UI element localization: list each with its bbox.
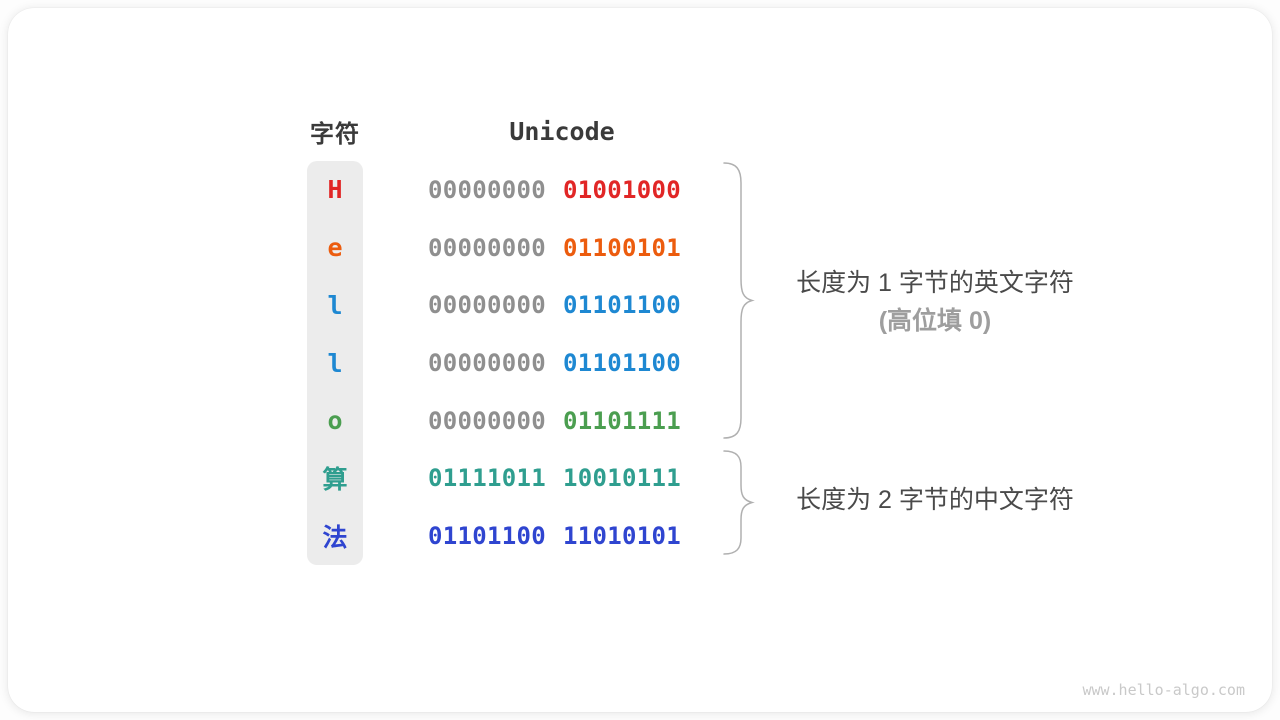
low-byte: 01101111 <box>563 406 681 435</box>
encoding-table: H 00000000 01001000 e 00000000 01100101 l … <box>8 161 1272 565</box>
low-byte: 01001000 <box>563 175 681 204</box>
high-byte: 01111011 <box>428 464 546 493</box>
high-byte: 00000000 <box>428 406 546 435</box>
character-cell: o <box>327 406 343 436</box>
high-byte: 00000000 <box>428 291 546 320</box>
column-header-character: 字符 <box>310 120 360 148</box>
unicode-binary-cell: 00000000 01101100 <box>428 276 681 334</box>
unicode-binary-cell: 00000000 01101100 <box>428 334 681 392</box>
high-byte: 00000000 <box>428 349 546 378</box>
annotation-line: 长度为 1 字节的英文字符 <box>796 269 1074 297</box>
unicode-binary-cell: 00000000 01001000 <box>428 161 681 219</box>
low-byte: 11010101 <box>563 522 681 551</box>
table-row: 算 01111011 10010111 <box>8 450 1272 508</box>
high-byte: 00000000 <box>428 233 546 262</box>
annotation-line-muted: (高位填 0) <box>878 307 992 335</box>
unicode-binary-cell: 01101100 11010101 <box>428 507 681 565</box>
character-cell: 算 <box>322 465 348 495</box>
table-row: H 00000000 01001000 <box>8 161 1272 219</box>
high-byte: 01101100 <box>428 522 546 551</box>
low-byte: 01101100 <box>563 291 681 320</box>
unicode-binary-cell: 00000000 01100101 <box>428 219 681 277</box>
unicode-binary-cell: 01111011 10010111 <box>428 450 681 508</box>
table-row: l 00000000 01101100 <box>8 276 1272 334</box>
table-row: e 00000000 01100101 <box>8 219 1272 277</box>
annotation-chinese-chars: 长度为 2 字节的中文字符 <box>750 481 1120 519</box>
character-cell: H <box>327 175 343 205</box>
annotation-english-chars: 长度为 1 字节的英文字符 (高位填 0) <box>750 264 1120 340</box>
character-column-background <box>307 161 363 565</box>
low-byte: 01100101 <box>563 233 681 262</box>
annotation-line: 长度为 2 字节的中文字符 <box>796 486 1074 514</box>
table-row: l 00000000 01101100 <box>8 334 1272 392</box>
character-cell: 法 <box>322 523 348 553</box>
figure-card: 字符 Unicode H 00000000 01001000 e 00000000… <box>8 8 1272 712</box>
character-cell: l <box>327 290 343 320</box>
website-watermark: www.hello-algo.com <box>1082 681 1245 699</box>
table-row: 法 01101100 11010101 <box>8 507 1272 565</box>
column-header-unicode: Unicode <box>509 116 615 146</box>
high-byte: 00000000 <box>428 175 546 204</box>
unicode-binary-cell: 00000000 01101111 <box>428 392 681 450</box>
character-cell: e <box>327 233 343 263</box>
character-cell: l <box>327 348 343 378</box>
low-byte: 01101100 <box>563 349 681 378</box>
table-row: o 00000000 01101111 <box>8 392 1272 450</box>
low-byte: 10010111 <box>563 464 681 493</box>
